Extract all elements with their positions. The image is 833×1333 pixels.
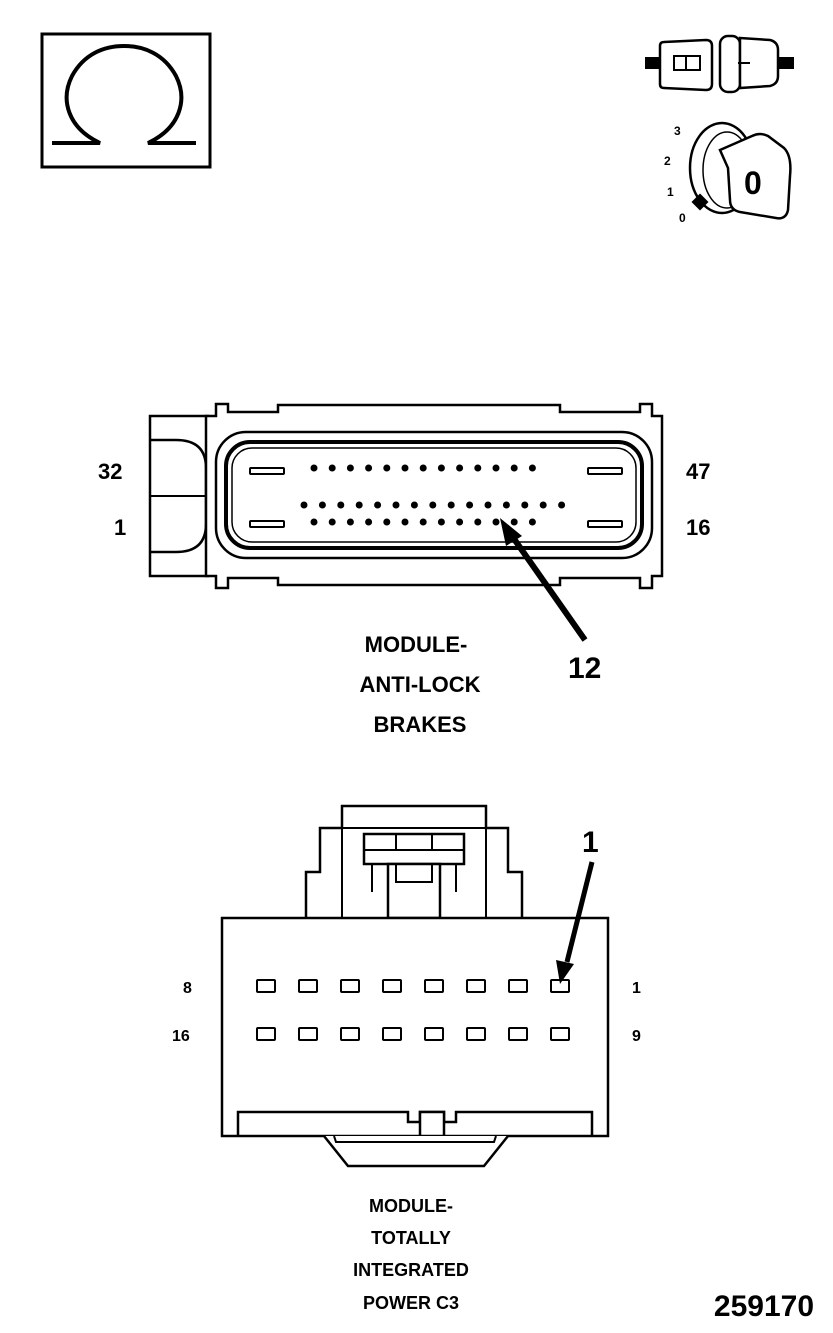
tipm-pin-top-5 bbox=[424, 979, 444, 993]
tipm-c3-connector bbox=[220, 804, 610, 1168]
abs-callout-pin-number: 12 bbox=[568, 652, 601, 685]
abs-pin-bottom-11 bbox=[492, 518, 500, 526]
abs-pin-top-7 bbox=[419, 464, 427, 472]
disconnect-connector-icon bbox=[645, 34, 794, 94]
tipm-pin-bottom-7 bbox=[508, 1027, 528, 1041]
abs-pin-top-10 bbox=[474, 464, 482, 472]
abs-pin-top-4 bbox=[365, 464, 373, 472]
abs-title-line-1: MODULE- bbox=[365, 632, 468, 657]
abs-title-line-2: ANTI-LOCK bbox=[360, 672, 481, 697]
abs-pin-middle-5 bbox=[374, 501, 382, 509]
abs-pin-bottom-10 bbox=[474, 518, 482, 526]
abs-pin-bottom-3 bbox=[346, 518, 354, 526]
abs-pin-middle-15 bbox=[558, 501, 566, 509]
tipm-pin-label-8: 8 bbox=[183, 980, 192, 997]
tipm-pin-grid bbox=[256, 979, 570, 1041]
ignition-position-0: 0 bbox=[679, 211, 686, 225]
abs-pin-label-47: 47 bbox=[686, 459, 710, 484]
abs-pin-bottom-4 bbox=[365, 518, 373, 526]
abs-pin-middle-4 bbox=[355, 501, 363, 509]
abs-pin-middle-14 bbox=[539, 501, 547, 509]
abs-pin-top-5 bbox=[383, 464, 391, 472]
abs-pin-bottom-12 bbox=[510, 518, 518, 526]
abs-pin-top-3 bbox=[346, 464, 354, 472]
tipm-pin-bottom-8 bbox=[550, 1027, 570, 1041]
tipm-title-line-2: TOTALLY bbox=[371, 1228, 451, 1248]
tipm-pin-bottom-6 bbox=[466, 1027, 486, 1041]
abs-pin-middle-10 bbox=[466, 501, 474, 509]
ignition-position-1: 1 bbox=[667, 185, 674, 199]
tipm-pin-top-4 bbox=[382, 979, 402, 993]
abs-pin-bottom-13 bbox=[528, 518, 536, 526]
abs-pin-middle-1 bbox=[300, 501, 308, 509]
ohmmeter-symbol bbox=[40, 32, 212, 169]
abs-pin-top-8 bbox=[437, 464, 445, 472]
abs-pin-label-32: 32 bbox=[98, 459, 122, 484]
abs-pin-middle-2 bbox=[318, 501, 326, 509]
tipm-title-line-3: INTEGRATED bbox=[353, 1260, 469, 1280]
abs-pin-top-1 bbox=[310, 464, 318, 472]
ignition-position-2: 2 bbox=[664, 154, 671, 168]
abs-pin-grid bbox=[300, 464, 566, 526]
abs-pin-middle-3 bbox=[337, 501, 345, 509]
abs-pin-top-12 bbox=[510, 464, 518, 472]
abs-pin-middle-9 bbox=[447, 501, 455, 509]
abs-pin-top-9 bbox=[456, 464, 464, 472]
abs-pin-bottom-1 bbox=[310, 518, 318, 526]
abs-pin-middle-12 bbox=[502, 501, 510, 509]
ignition-switch-icon: 3 2 1 0 0 bbox=[664, 121, 792, 225]
abs-pin-bottom-6 bbox=[401, 518, 409, 526]
tipm-pin-top-1 bbox=[256, 979, 276, 993]
tipm-pin-top-2 bbox=[298, 979, 318, 993]
abs-pin-bottom-9 bbox=[456, 518, 464, 526]
tipm-pin-label-1: 1 bbox=[632, 980, 641, 997]
ignition-key-off: 0 bbox=[744, 165, 762, 201]
tipm-pin-bottom-5 bbox=[424, 1027, 444, 1041]
abs-pin-middle-6 bbox=[392, 501, 400, 509]
abs-pin-bottom-5 bbox=[383, 518, 391, 526]
figure-number: 259170 bbox=[714, 1290, 814, 1323]
tipm-pin-bottom-4 bbox=[382, 1027, 402, 1041]
tipm-pin-top-6 bbox=[466, 979, 486, 993]
tipm-pin-top-3 bbox=[340, 979, 360, 993]
ohm-icon bbox=[52, 43, 196, 145]
abs-pin-label-1: 1 bbox=[114, 515, 126, 540]
tipm-pin-bottom-1 bbox=[256, 1027, 276, 1041]
abs-callout-arrow bbox=[500, 518, 588, 642]
abs-pin-middle-13 bbox=[521, 501, 529, 509]
tipm-pin-bottom-2 bbox=[298, 1027, 318, 1041]
tipm-title-line-1: MODULE- bbox=[369, 1196, 453, 1216]
abs-module-connector bbox=[148, 402, 664, 590]
abs-pin-middle-11 bbox=[484, 501, 492, 509]
tipm-pin-label-16: 16 bbox=[172, 1028, 190, 1045]
abs-title-line-3: BRAKES bbox=[374, 712, 467, 737]
tipm-pin-bottom-3 bbox=[340, 1027, 360, 1041]
tipm-pin-label-9: 9 bbox=[632, 1028, 641, 1045]
abs-pin-middle-8 bbox=[429, 501, 437, 509]
abs-pin-top-6 bbox=[401, 464, 409, 472]
abs-pin-top-2 bbox=[328, 464, 336, 472]
abs-pin-bottom-8 bbox=[437, 518, 445, 526]
abs-pin-top-11 bbox=[492, 464, 500, 472]
tipm-pin-top-7 bbox=[508, 979, 528, 993]
tipm-title-line-4: POWER C3 bbox=[363, 1293, 459, 1313]
tipm-callout-pin-number: 1 bbox=[582, 826, 599, 859]
abs-pin-bottom-2 bbox=[328, 518, 336, 526]
abs-pin-bottom-7 bbox=[419, 518, 427, 526]
abs-pin-label-16: 16 bbox=[686, 515, 710, 540]
abs-pin-middle-7 bbox=[410, 501, 418, 509]
tipm-callout-arrow bbox=[556, 861, 595, 984]
abs-pin-top-13 bbox=[528, 464, 536, 472]
ignition-position-3: 3 bbox=[674, 124, 681, 138]
